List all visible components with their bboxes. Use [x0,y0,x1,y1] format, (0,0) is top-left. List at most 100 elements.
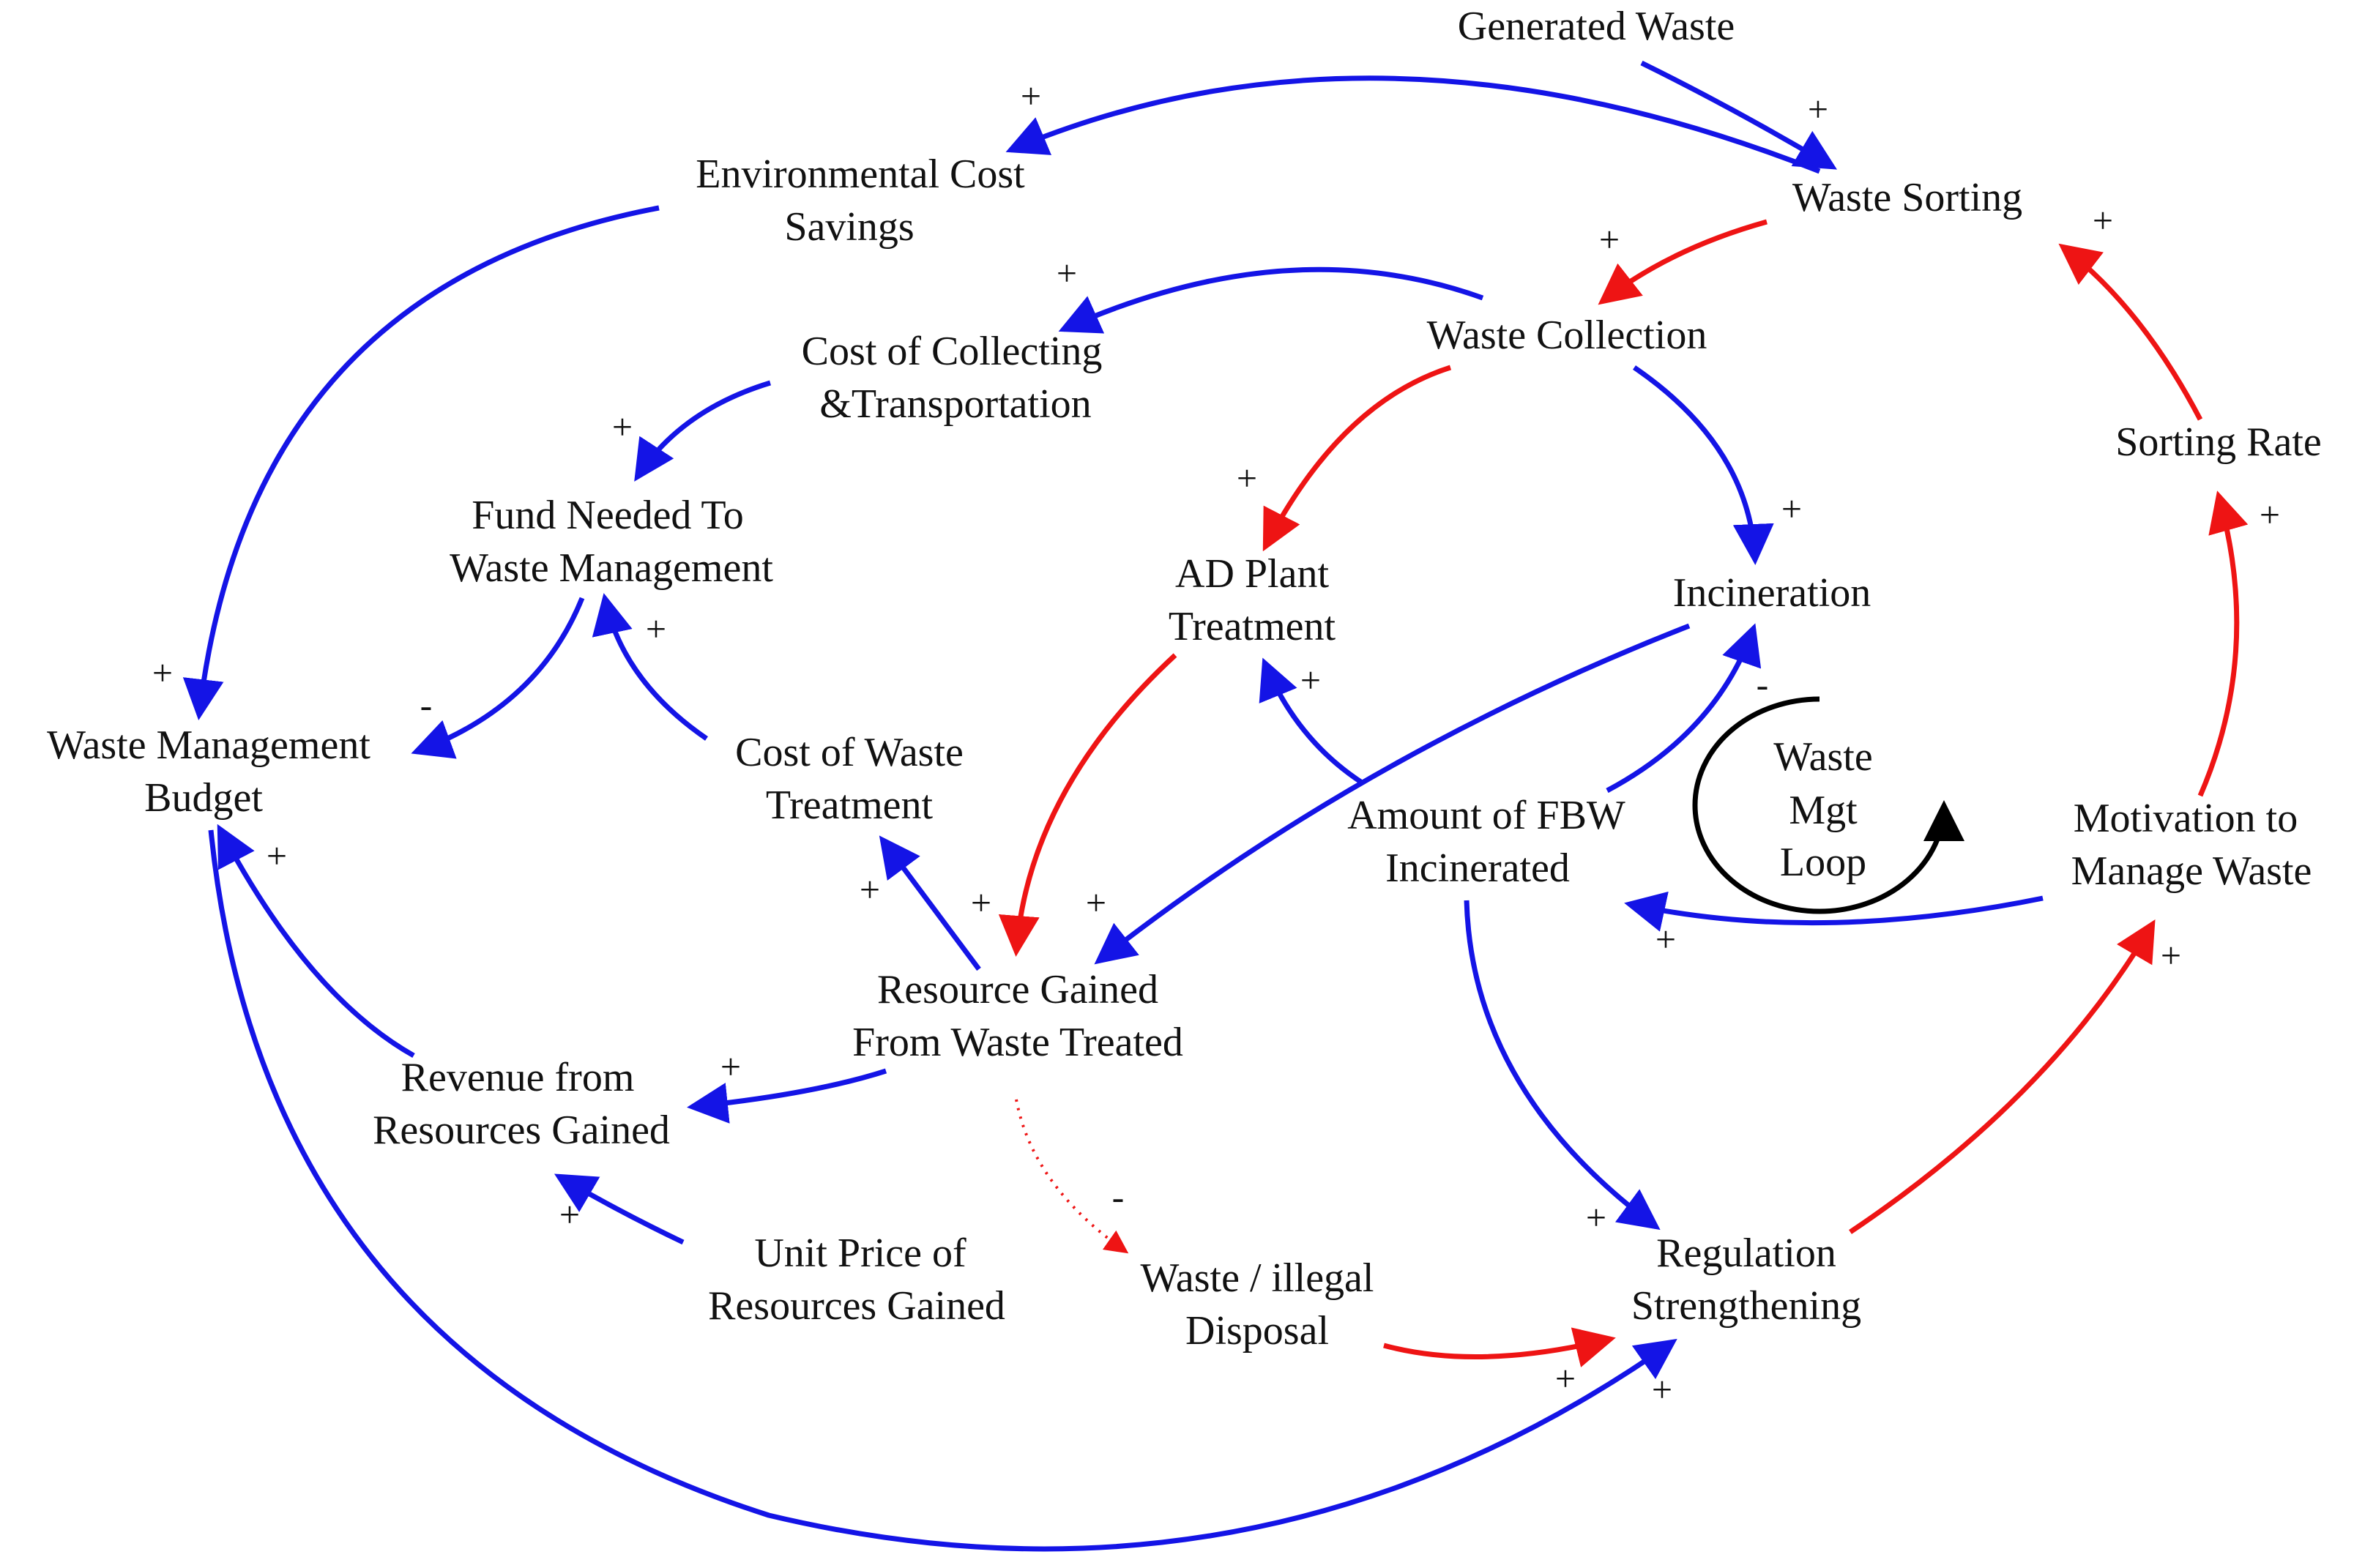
node-label-line: Resource Gained [877,967,1158,1012]
polarity-fund-to-budget: - [420,684,433,725]
link-generated-to-sorting [1640,60,1838,170]
node-ad-plant-treatment: AD Plant Treatment [1169,551,1336,649]
node-label-line: Incinerated [1385,845,1570,891]
polarity-resource-to-costtreat: + [860,869,880,910]
node-waste-collection: Waste Collection [1427,313,1707,358]
node-sorting-rate: Sorting Rate [2115,419,2322,465]
link-sorting-to-envcost [1005,75,1821,174]
link-envcost-to-budget [182,205,660,720]
node-label-line: Waste Management [47,723,370,768]
link-budget-to-regulation [208,829,1677,1552]
polarity-resource-to-revenue: + [720,1046,741,1087]
node-generated-waste: Generated Waste [1458,4,1735,49]
node-illegal-disposal: Waste / illegal Disposal [1141,1255,1374,1354]
polarity-illegal-to-regulation: + [1555,1358,1576,1399]
link-motivation-to-sortingrate [2197,490,2249,797]
link-sorting-to-collection [1598,219,1768,305]
node-label-line: Unit Price of [754,1231,966,1276]
polarity-unitprice-to-revenue: + [559,1194,580,1235]
polarity-collection-to-incineration: + [1781,488,1802,529]
node-motivation-to-manage-waste: Motivation to Manage Waste [2071,796,2312,894]
node-label-line: Regulation [1656,1231,1836,1276]
link-collection-to-incineration [1633,365,1774,565]
node-amount-of-fbw-incinerated: Amount of FBW Incinerated [1347,793,1625,891]
polarity-generated-to-sorting: + [1808,89,1828,130]
node-label-line: Revenue from [401,1055,635,1100]
link-fbw-to-adplant [1259,657,1363,785]
node-label-line: Manage Waste [2071,848,2312,894]
link-illegal-to-regulation [1383,1327,1616,1367]
link-regulation-to-motivation [1849,919,2156,1234]
node-fund-needed: Fund Needed To Waste Management [450,493,773,591]
node-waste-sorting: Waste Sorting [1792,175,2022,220]
link-collection-to-adplant [1262,365,1452,552]
link-sortingrate-to-sorting [2058,243,2203,421]
polarity-fbw-to-adplant: + [1300,660,1321,701]
node-label-line: Disposal [1185,1308,1329,1354]
link-incineration-to-resource [1094,623,1691,965]
node-label-line: Budget [144,775,263,821]
node-label-line: Amount of FBW [1347,793,1625,838]
link-resource-to-costtreat [879,835,981,971]
polarity-sortingrate-to-sorting: + [2093,200,2113,241]
node-label-line: &Transportation [819,381,1091,427]
link-resource-to-revenue [687,1068,887,1124]
polarity-costtreat-to-fund: + [646,608,666,649]
node-label-line: Strengthening [1631,1283,1861,1329]
node-incineration: Incineration [1673,570,1871,616]
waste-mgt-loop: Waste Mgt Loop [1692,696,1964,914]
node-label-line: From Waste Treated [852,1020,1183,1065]
node-regulation-strengthening: Regulation Strengthening [1631,1231,1861,1329]
polarity-motivation-to-sortingrate: + [2260,494,2280,535]
node-label-line: AD Plant [1175,551,1329,597]
node-label-line: Treatment [1169,604,1336,649]
node-resource-gained: Resource Gained From Waste Treated [852,967,1183,1065]
polarity-resource-to-illegal: - [1112,1176,1125,1217]
link-costcollect-to-fund [634,380,772,482]
node-label-line: Environmental Cost [696,152,1025,197]
node-cost-of-collecting: Cost of Collecting &Transportation [802,329,1103,427]
polarity-fbw-to-regulation: + [1586,1197,1606,1238]
node-label-line: Resources Gained [708,1283,1005,1329]
polarity-collection-to-costcollect: + [1057,253,1077,294]
node-cost-of-waste-treatment: Cost of Waste Treatment [735,730,964,828]
polarity-incineration-to-resource: + [1086,882,1106,923]
polarity-envcost-to-budget: + [152,652,173,693]
node-label-line: Waste Management [450,545,773,591]
loop-label-line-2: Mgt [1789,788,1858,833]
link-fund-to-budget [411,597,585,759]
node-label-line: Fund Needed To [472,493,743,538]
polarity-budget-to-regulation: + [1652,1369,1672,1410]
polarity-sorting-to-envcost: + [1021,75,1041,116]
polarity-signs: + + + + + + - + + + + + + + + + + + - + … [152,75,2280,1410]
loop-label-line-1: Waste [1773,734,1872,780]
link-costtreat-to-fund [592,593,708,741]
node-label-line: Waste / illegal [1141,1255,1374,1301]
node-label-line: Cost of Collecting [802,329,1103,374]
polarity-regulation-to-motivation: + [2161,935,2181,976]
polarity-waste-mgt-loop: - [1757,664,1769,705]
link-unitprice-to-revenue [554,1173,685,1245]
link-resource-to-illegal [1015,1099,1129,1254]
link-revenue-to-budget [217,824,415,1059]
polarity-sorting-to-collection: + [1599,219,1620,260]
link-adplant-to-resource [998,653,1177,957]
node-label-line: Treatment [766,783,934,828]
polarity-adplant-to-resource: + [971,882,991,923]
node-label-line: Resources Gained [373,1108,670,1153]
loop-arrow-icon [1692,696,1964,914]
node-unit-price: Unit Price of Resources Gained [708,1231,1005,1329]
polarity-revenue-to-budget: + [267,835,287,876]
node-label-line: Motivation to [2074,796,2298,841]
link-fbw-to-incineration [1606,623,1762,794]
node-waste-management-budget: Waste Management Budget [47,723,370,821]
node-revenue-from-resources: Revenue from Resources Gained [373,1055,670,1153]
polarity-costcollect-to-fund: + [612,406,633,447]
loop-label-line-3: Loop [1780,840,1866,885]
link-fbw-to-regulation [1464,900,1661,1231]
links [182,60,2249,1552]
polarity-motivation-to-fbw: + [1655,919,1676,960]
polarity-collection-to-adplant: + [1237,458,1257,499]
node-environmental-cost-savings: Environmental Cost Savings [696,152,1025,250]
